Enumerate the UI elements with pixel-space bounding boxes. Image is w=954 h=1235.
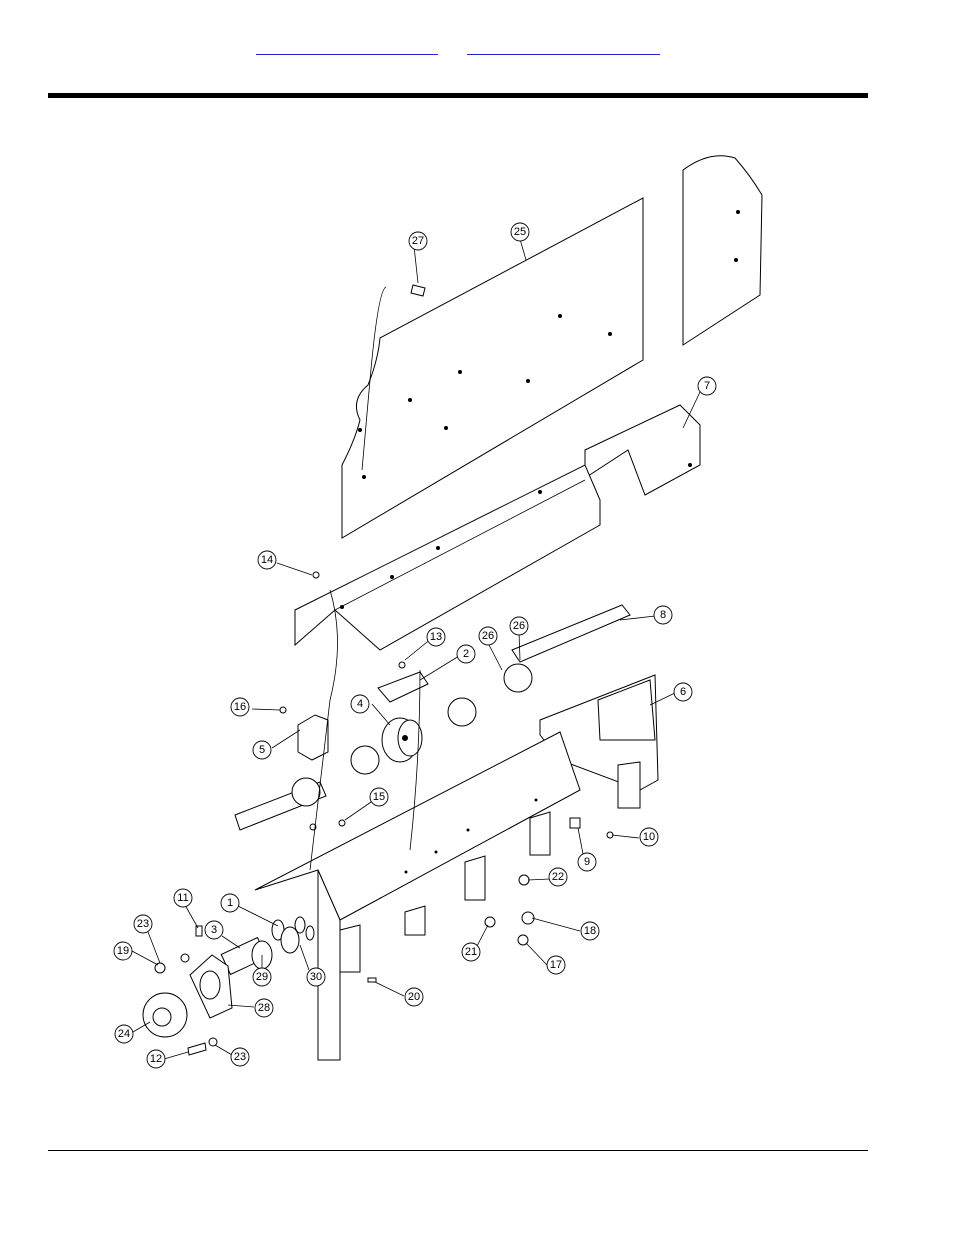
- callout-13: 13: [426, 627, 446, 647]
- main-frame: [254, 731, 581, 1061]
- drive-assembly: [142, 916, 315, 1056]
- shaft-8: [511, 604, 631, 663]
- leader-lines: [131, 238, 701, 1060]
- svg-text:16: 16: [234, 701, 246, 713]
- bottom-rule: [48, 1150, 868, 1151]
- top-rule: [48, 93, 868, 98]
- svg-text:17: 17: [550, 959, 562, 971]
- svg-text:3: 3: [211, 924, 217, 936]
- callout-9: 9: [577, 852, 597, 872]
- svg-text:14: 14: [261, 554, 273, 566]
- callout-18: 18: [580, 921, 600, 941]
- trough-shield: [294, 464, 601, 651]
- callout-27: 27: [408, 231, 428, 251]
- callout-6: 6: [673, 682, 693, 702]
- callout-1: 1: [220, 893, 240, 913]
- callout-16: 16: [230, 697, 250, 717]
- svg-text:9: 9: [584, 856, 590, 868]
- callout-10: 10: [639, 827, 659, 847]
- callout-2: 2: [456, 644, 476, 664]
- svg-text:20: 20: [408, 991, 420, 1003]
- bearing-4: [381, 717, 423, 763]
- cover-7: [584, 404, 701, 496]
- star-bearings: [291, 663, 533, 807]
- callout-17: 17: [546, 955, 566, 975]
- callout-28: 28: [254, 998, 274, 1018]
- callout-26b: 26: [509, 616, 529, 636]
- svg-text:28: 28: [258, 1002, 270, 1014]
- callout-20: 20: [404, 987, 424, 1007]
- callout-15: 15: [369, 787, 389, 807]
- callout-30: 30: [306, 967, 326, 987]
- svg-text:12: 12: [150, 1053, 162, 1065]
- svg-text:2: 2: [463, 648, 469, 660]
- svg-text:15: 15: [373, 791, 385, 803]
- callout-22: 22: [548, 867, 568, 887]
- callout-21: 21: [461, 942, 481, 962]
- callout-3: 3: [204, 920, 224, 940]
- svg-text:29: 29: [256, 971, 268, 983]
- callout-8: 8: [653, 605, 673, 625]
- svg-text:4: 4: [357, 698, 363, 710]
- side-panel: [682, 155, 763, 346]
- svg-text:30: 30: [310, 971, 322, 983]
- callout-14: 14: [257, 550, 277, 570]
- panel-25: [341, 197, 644, 539]
- svg-text:26: 26: [513, 620, 525, 632]
- svg-text:24: 24: [118, 1028, 130, 1040]
- callout-29: 29: [252, 967, 272, 987]
- callout-23a: 23: [133, 914, 153, 934]
- svg-text:26: 26: [482, 630, 494, 642]
- header-link-1[interactable]: [256, 40, 438, 55]
- svg-text:23: 23: [137, 918, 149, 930]
- callout-26a: 26: [478, 626, 498, 646]
- header-link-2[interactable]: [467, 40, 660, 55]
- callout-7: 7: [697, 376, 717, 396]
- svg-text:27: 27: [412, 235, 424, 247]
- callout-4: 4: [350, 694, 370, 714]
- svg-text:7: 7: [704, 380, 710, 392]
- callout-5: 5: [252, 740, 272, 760]
- callout-24: 24: [114, 1024, 134, 1044]
- callout-11: 11: [173, 888, 193, 908]
- svg-text:6: 6: [680, 686, 686, 698]
- block-2: [377, 671, 429, 703]
- svg-text:11: 11: [177, 892, 188, 904]
- svg-text:22: 22: [552, 871, 564, 883]
- svg-text:25: 25: [514, 226, 526, 238]
- callout-19: 19: [113, 941, 133, 961]
- svg-text:5: 5: [259, 744, 265, 756]
- callout-23b: 23: [230, 1047, 250, 1067]
- bracket-5: [297, 714, 329, 761]
- svg-text:19: 19: [117, 945, 129, 957]
- svg-text:18: 18: [584, 925, 596, 937]
- svg-text:13: 13: [430, 631, 442, 643]
- svg-text:23: 23: [234, 1051, 246, 1063]
- callout-12: 12: [146, 1049, 166, 1069]
- callout-25: 25: [510, 222, 530, 242]
- svg-text:1: 1: [227, 897, 233, 909]
- svg-text:21: 21: [465, 946, 477, 958]
- hardware: [279, 284, 614, 983]
- svg-text:8: 8: [660, 609, 666, 621]
- svg-text:10: 10: [643, 831, 655, 843]
